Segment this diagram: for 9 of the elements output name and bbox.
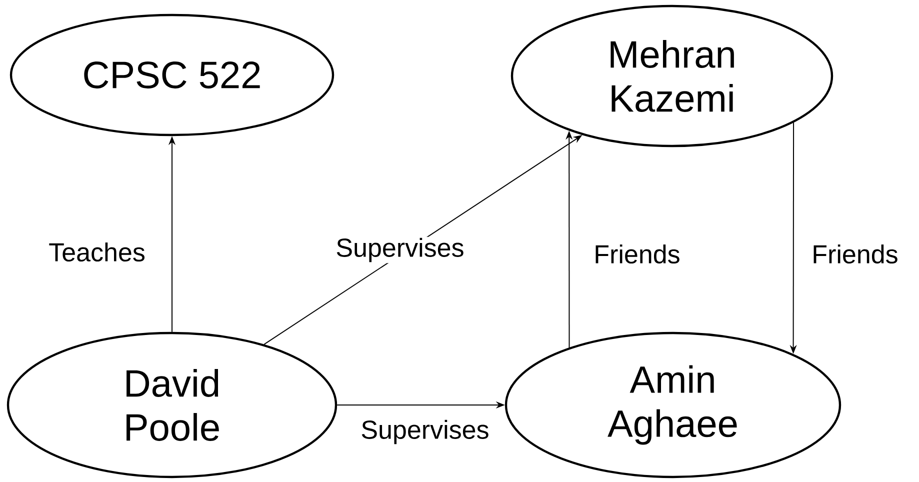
edge-label: Supervises bbox=[334, 236, 466, 264]
ellipse-node: CPSC 522 bbox=[10, 14, 334, 136]
ellipse-node: David Poole bbox=[6, 332, 338, 478]
edge-label: Friends bbox=[592, 243, 682, 265]
edge-label: Friends bbox=[810, 243, 900, 265]
ellipse-node: Mehran Kazemi bbox=[510, 4, 834, 148]
edge-label: Supervises bbox=[360, 418, 490, 446]
ellipse-node: Amin Aghaee bbox=[504, 332, 842, 478]
edge-label: Teaches bbox=[48, 241, 146, 263]
